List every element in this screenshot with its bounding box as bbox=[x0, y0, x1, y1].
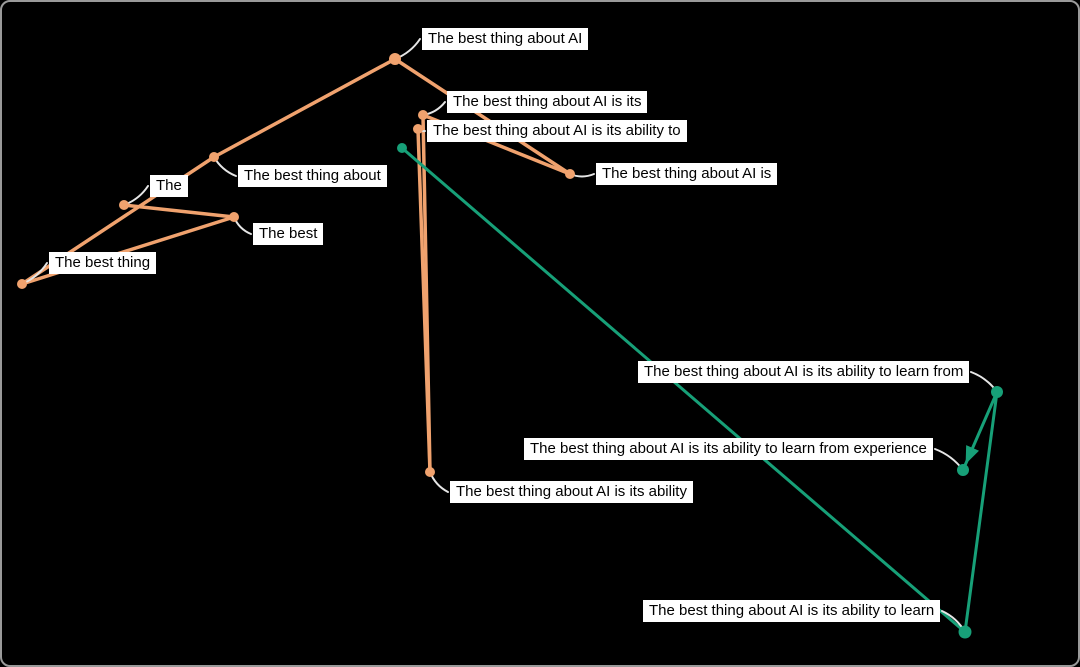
prefix-node-dot bbox=[565, 169, 575, 179]
prefix-node-dot bbox=[413, 124, 423, 134]
prefix-node-dot bbox=[17, 279, 27, 289]
prefix-label: The best thing about AI bbox=[422, 27, 589, 51]
trajectory-edge bbox=[416, 127, 432, 474]
prefix-label: The best thing about AI is bbox=[596, 162, 778, 186]
prefix-label: The best thing about AI is its ability bbox=[450, 480, 693, 504]
prefix-label: The best thing about AI is its ability t… bbox=[427, 119, 687, 143]
prefix-node-dot bbox=[957, 464, 969, 476]
prefix-label: The best thing about AI is its ability t… bbox=[638, 360, 970, 384]
prefix-node-dot bbox=[209, 152, 219, 162]
prefix-label: The best thing about AI is its bbox=[447, 90, 648, 114]
prefix-node-dot bbox=[991, 386, 1003, 398]
trajectory-edge bbox=[963, 390, 999, 634]
prefix-label: The best thing about AI is its ability t… bbox=[643, 599, 941, 623]
prefix-label: The best thing about bbox=[238, 164, 387, 188]
direction-arrowhead-icon bbox=[965, 445, 980, 465]
trajectory-edge bbox=[122, 203, 236, 219]
trajectory-edge bbox=[400, 146, 967, 634]
prefix-node-dot bbox=[418, 110, 428, 120]
prefix-node-dot bbox=[389, 53, 401, 65]
prefix-label: The best bbox=[253, 222, 324, 246]
trajectory-edge bbox=[212, 57, 397, 159]
prefix-node-dot bbox=[229, 212, 239, 222]
prefix-label: The best thing about AI is its ability t… bbox=[524, 437, 933, 461]
prefix-label: The bbox=[150, 174, 188, 198]
prefix-node-dot bbox=[958, 625, 972, 639]
prefix-node-dot bbox=[397, 143, 407, 153]
prefix-label: The best thing bbox=[49, 251, 157, 275]
prefix-node-dot bbox=[425, 467, 435, 477]
trajectory-edge bbox=[393, 57, 572, 176]
prefix-node-dot bbox=[119, 200, 129, 210]
